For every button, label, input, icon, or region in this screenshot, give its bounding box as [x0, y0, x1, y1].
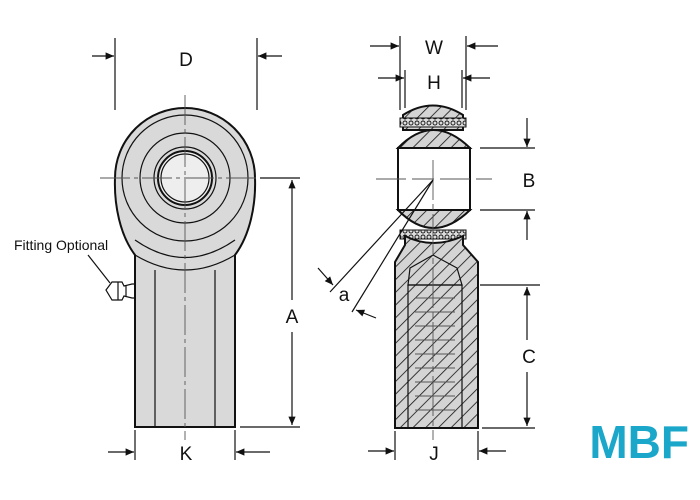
dimension-b-label: B: [523, 171, 536, 192]
thread-insert: [407, 284, 463, 429]
front-view: Fitting Optional D A K: [14, 38, 300, 465]
brand-logo: MBF: [589, 416, 689, 468]
dimension-h-label: H: [427, 73, 441, 94]
dimension-j-label: J: [429, 444, 439, 465]
dimension-w-label: W: [425, 38, 443, 59]
dimension-d-label: D: [179, 50, 193, 71]
angle-a-label: a: [339, 285, 350, 306]
dimension-k-label: K: [180, 444, 193, 465]
dimension-a-label: A: [286, 307, 299, 328]
section-view: a W H B C J: [317, 36, 540, 465]
grease-fitting-icon: [105, 281, 136, 301]
fitting-optional-label: Fitting Optional: [14, 237, 108, 253]
dimension-c-label: C: [522, 347, 536, 368]
